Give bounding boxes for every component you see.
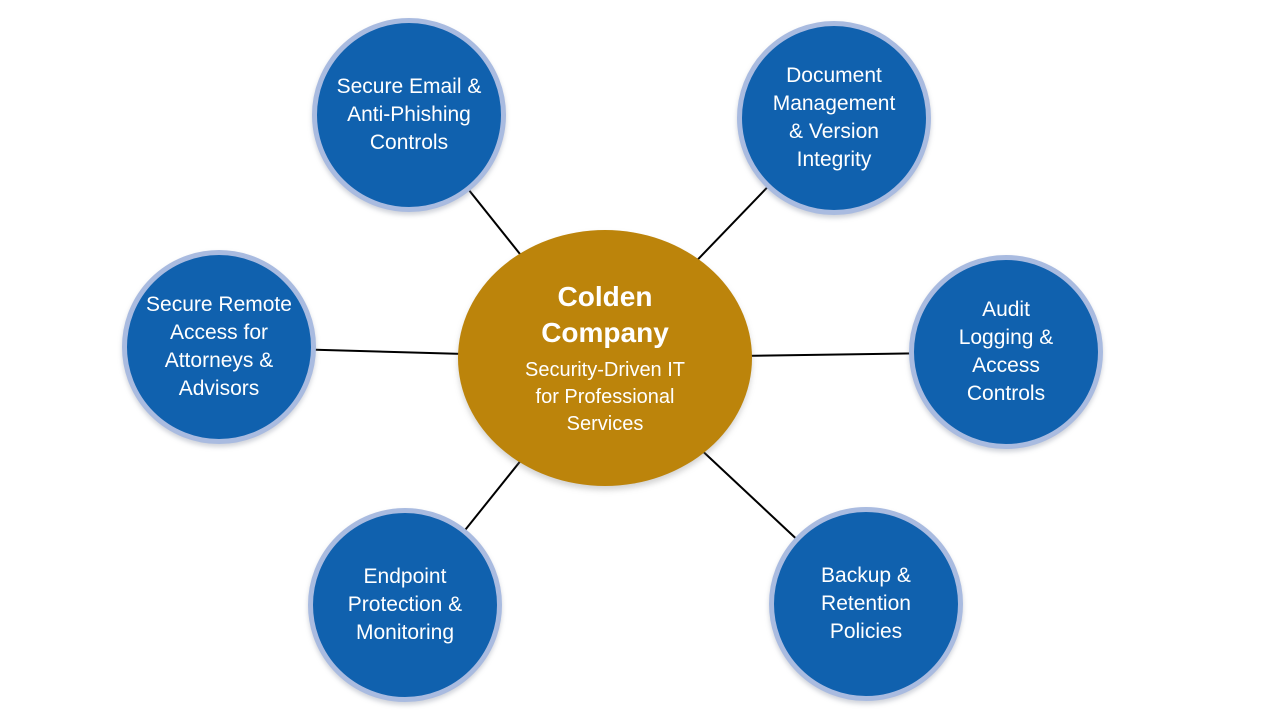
center-hub-ellipse: Colden Company Security-Driven IT for Pr… [458, 230, 752, 486]
node-label: Audit Logging & Access Controls [958, 298, 1054, 405]
center-subtitle: Security-Driven IT for Professional Serv… [524, 358, 686, 435]
node-backup-retention: Backup & Retention Policies [769, 507, 963, 701]
node-secure-email: Secure Email & Anti-Phishing Controls [312, 18, 506, 212]
node-audit-logging: Audit Logging & Access Controls [909, 255, 1103, 449]
node-label: Secure Email & Anti-Phishing Controls [336, 75, 482, 154]
node-label: Document Management & Version Integrity [772, 64, 896, 171]
node-label: Endpoint Protection & Monitoring [347, 565, 463, 644]
node-document-management: Document Management & Version Integrity [737, 21, 931, 215]
node-label: Secure Remote Access for Attorneys & Adv… [146, 293, 292, 400]
center-title: Colden Company [541, 280, 669, 348]
node-endpoint-protection: Endpoint Protection & Monitoring [308, 508, 502, 702]
node-label: Backup & Retention Policies [821, 564, 911, 643]
node-secure-remote-access: Secure Remote Access for Attorneys & Adv… [122, 250, 316, 444]
